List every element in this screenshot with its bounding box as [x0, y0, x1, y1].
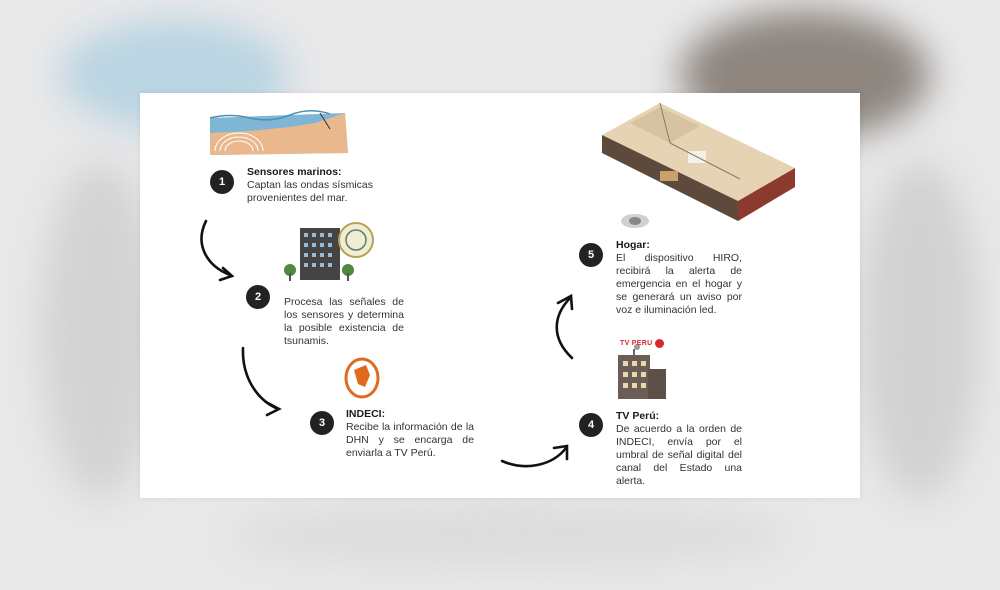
- infographic-card: TV PERU 1 Sensores marinos: Captan las o…: [140, 93, 860, 498]
- dhn-building-illustration: [284, 222, 374, 281]
- arrow-2-to-3-head: [264, 400, 282, 417]
- step-3-title: INDECI:: [346, 408, 386, 420]
- arrow-3-to-4: [500, 446, 568, 468]
- arrow-1-to-2-head: [218, 266, 235, 282]
- tv-peru-logo-text: TV PERU: [620, 340, 653, 347]
- step-1-description: Captan las ondas sísmicas provenientes d…: [247, 179, 373, 204]
- step-badge-2: 2: [246, 285, 270, 309]
- ocean-sensor-illustration: [209, 110, 348, 155]
- arrow-4-to-5: [555, 296, 574, 360]
- tv-peru-logo: TV PERU: [620, 339, 665, 348]
- step-5-description: El dispositivo HIRO, recibirá la alerta …: [616, 252, 742, 316]
- step-badge-5: 5: [579, 243, 603, 267]
- step-1-text: Sensores marinos: Captan las ondas sísmi…: [247, 166, 373, 205]
- step-badge-4: 4: [579, 413, 603, 437]
- step-4-text: TV Perú: De acuerdo a la orden de INDECI…: [616, 410, 742, 488]
- step-2-description: Procesa las señales de los sensores y de…: [284, 296, 404, 347]
- illustrations: [200, 102, 795, 468]
- step-4-title: TV Perú:: [616, 410, 660, 422]
- arrow-3-to-4-head: [552, 444, 569, 461]
- tv-peru-logo-mark: [655, 339, 665, 348]
- step-5-text: Hogar: El dispositivo HIRO, recibirá la …: [616, 239, 742, 317]
- step-5-title: Hogar:: [616, 239, 650, 251]
- step-3-description: Recibe la información de la DHN y se enc…: [346, 421, 474, 459]
- step-badge-3: 3: [310, 411, 334, 435]
- indeci-logo: [344, 357, 380, 399]
- arrow-4-to-5-head: [556, 293, 574, 311]
- step-3-text: INDECI: Recibe la información de la DHN …: [346, 408, 474, 460]
- step-2-text: Procesa las señales de los sensores y de…: [284, 296, 404, 348]
- arrow-1-to-2: [200, 219, 232, 277]
- step-badge-1: 1: [210, 170, 234, 194]
- house-3d-illustration: [602, 102, 795, 228]
- arrow-2-to-3: [241, 346, 280, 411]
- flow-arrows: [200, 219, 574, 468]
- step-1-title: Sensores marinos:: [247, 166, 342, 178]
- step-4-description: De acuerdo a la orden de INDECI, envía p…: [616, 423, 742, 487]
- tv-peru-building-illustration: [618, 344, 666, 399]
